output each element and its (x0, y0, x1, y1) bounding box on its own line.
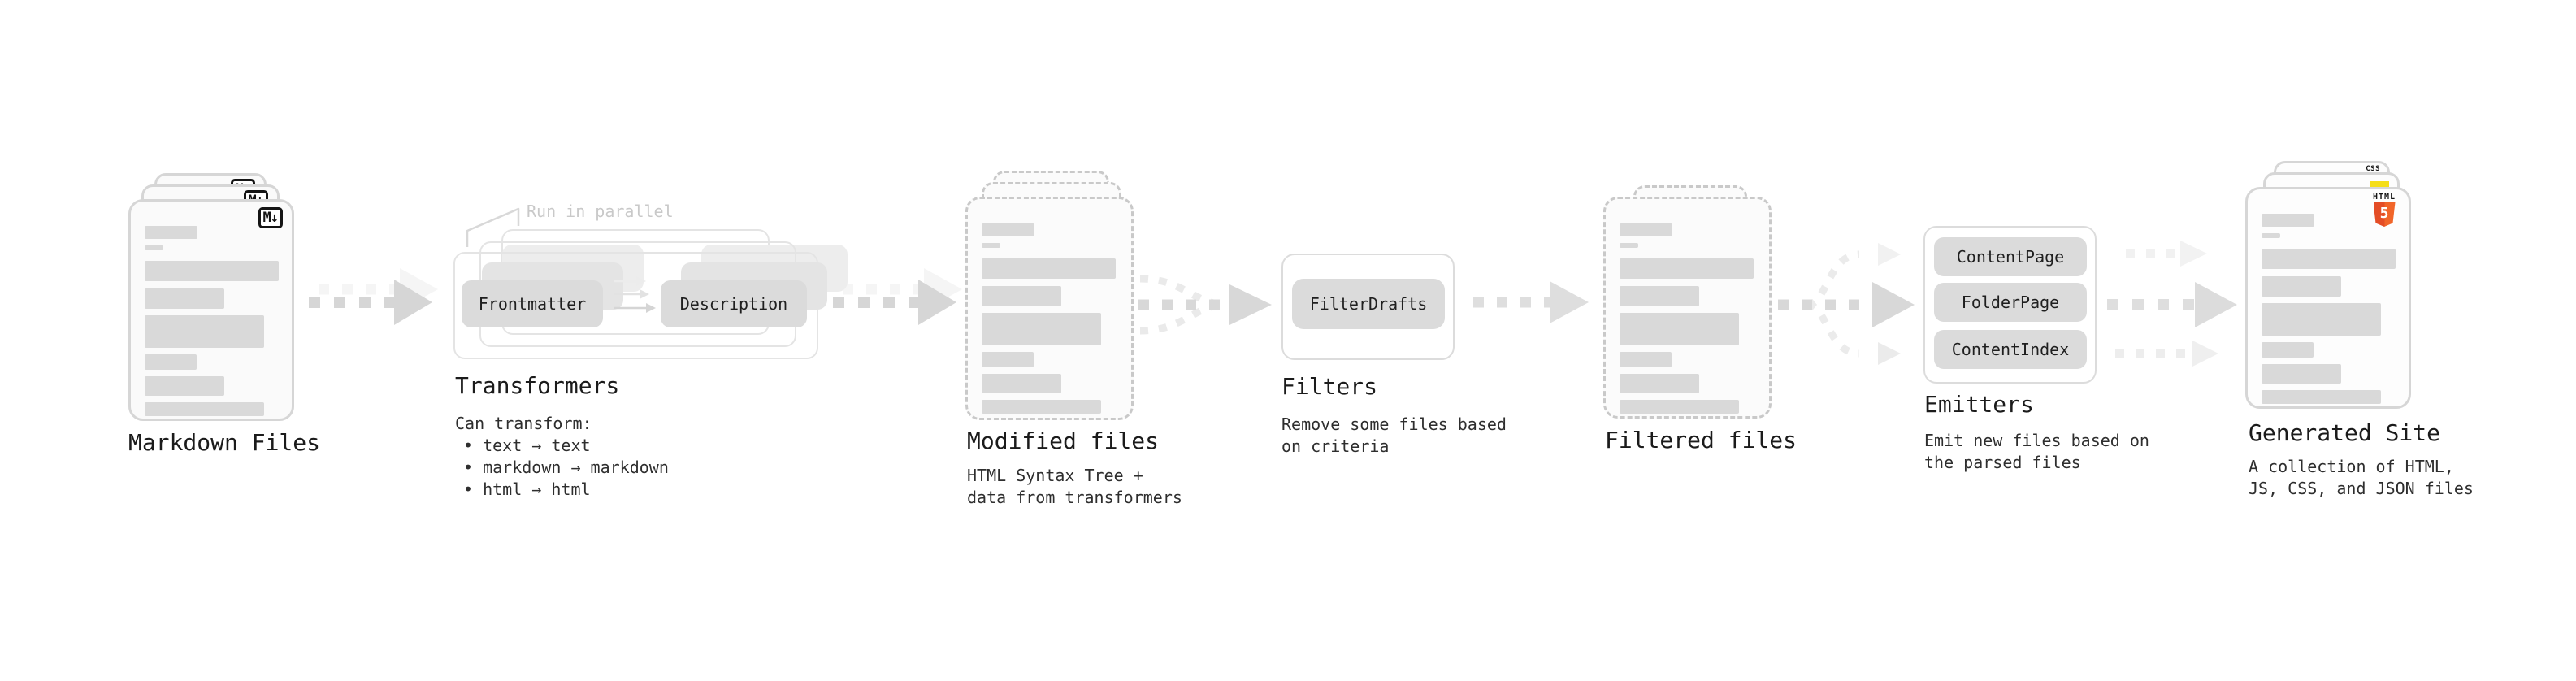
filtered-files-title: Filtered files (1605, 427, 1798, 453)
skeleton-bar (1620, 258, 1754, 279)
skeleton-bar (1620, 374, 1699, 393)
skeleton-bar (982, 374, 1061, 393)
skeleton-bar (982, 286, 1061, 306)
javascript-icon (2370, 181, 2389, 190)
desc-line: HTML Syntax Tree + (967, 466, 1143, 485)
skeleton-bar (982, 400, 1101, 414)
skeleton-bar (145, 245, 163, 250)
transformers-title: Transformers (455, 372, 620, 399)
skeleton-bar (982, 313, 1101, 345)
skeleton-bar (145, 261, 279, 281)
transformer-box-label: Frontmatter (478, 294, 587, 314)
skeleton-bar (2262, 214, 2314, 227)
skeleton-bar (982, 352, 1034, 367)
skeleton-bar (2262, 233, 2280, 238)
emitter-box-label: ContentPage (1956, 247, 2065, 267)
skeleton-bar (145, 402, 264, 416)
emitter-box-label: ContentIndex (1951, 340, 2070, 359)
desc-bullet: • markdown → markdown (463, 458, 669, 477)
desc-line: Emit new files based on (1924, 431, 2149, 450)
skeleton-bar (2262, 342, 2314, 358)
emitter-box-folderpage: FolderPage (1934, 283, 2087, 322)
desc-line: A collection of HTML, (2249, 457, 2454, 476)
html5-badge-label: HTML (2372, 193, 2396, 202)
skeleton-bar (1620, 352, 1672, 367)
desc-bullet: • html → html (463, 479, 591, 499)
skeleton-bar (1620, 286, 1699, 306)
generated-site-title: Generated Site (2249, 419, 2441, 446)
html5-icon: HTML 5 (2370, 193, 2399, 227)
filter-box-label: FilterDrafts (1309, 294, 1428, 314)
skeleton-lines (982, 223, 1116, 414)
html5-shield: 5 (2373, 202, 2396, 227)
skeleton-bar (2262, 303, 2381, 336)
split-arrow-icon (1778, 243, 1915, 365)
emitters-description: Emit new files based on the parsed files (1924, 430, 2149, 474)
flow-arrow-icon (1473, 281, 1589, 323)
skeleton-bar (2262, 276, 2341, 297)
skeleton-bar (1620, 223, 1672, 236)
skeleton-bar (145, 315, 264, 348)
run-in-parallel-annotation: Run in parallel (527, 202, 674, 221)
generated-file-card-front: HTML 5 (2245, 187, 2411, 409)
filters-description: Remove some files based on criteria (1281, 414, 1507, 458)
desc-bullet: • text → text (463, 436, 591, 455)
desc-line: on criteria (1281, 436, 1390, 456)
filters-title: Filters (1281, 373, 1378, 400)
filter-box-filterdrafts: FilterDrafts (1292, 279, 1445, 329)
desc-line: JS, CSS, and JSON files (2249, 479, 2474, 498)
skeleton-bar (1620, 313, 1739, 345)
css-badge-label: CSS (2366, 165, 2380, 173)
flow-arrow-icon (833, 268, 962, 325)
transformers-description: Can transform: • text → text • markdown … (455, 413, 669, 501)
skeleton-bar (2262, 364, 2341, 384)
merge-arrow-icon (1138, 275, 1272, 335)
modified-file-card-front (965, 197, 1134, 420)
skeleton-lines (145, 226, 279, 416)
skeleton-bar (145, 376, 224, 396)
markdown-files-label: Markdown Files (128, 429, 321, 456)
parallel-arrows-icon (614, 276, 656, 313)
emitters-title: Emitters (1924, 391, 2034, 418)
desc-line: the parsed files (1924, 453, 2081, 472)
markdown-file-card-front: M↓ (128, 199, 294, 421)
transformer-box-label: Description (679, 294, 788, 314)
flow-arrow-icon (309, 268, 438, 325)
skeleton-bar (145, 226, 197, 239)
skeleton-bar (982, 223, 1034, 236)
transformer-box-frontmatter: Frontmatter (462, 280, 603, 327)
skeleton-bar (2262, 249, 2396, 269)
skeleton-bar (1620, 243, 1638, 248)
desc-line: data from transformers (967, 488, 1182, 507)
modified-files-title: Modified files (967, 427, 1160, 454)
skeleton-bar (982, 243, 1000, 248)
modified-files-description: HTML Syntax Tree + data from transformer… (967, 465, 1182, 509)
skeleton-lines (2262, 214, 2396, 404)
triple-arrow-icon (2107, 241, 2237, 367)
skeleton-bar (1620, 400, 1739, 414)
annotation-leader-line (466, 207, 520, 247)
skeleton-bar (982, 258, 1116, 279)
markdown-icon: M↓ (258, 207, 283, 228)
transformer-layer-front (453, 252, 818, 359)
skeleton-bar (2262, 390, 2381, 404)
desc-line: Remove some files based (1281, 414, 1507, 434)
emitter-box-contentindex: ContentIndex (1934, 330, 2087, 369)
emitter-box-label: FolderPage (1961, 293, 2060, 312)
skeleton-bar (145, 288, 224, 309)
skeleton-bar (145, 354, 197, 370)
filtered-file-card-front (1603, 197, 1772, 419)
generated-site-description: A collection of HTML, JS, CSS, and JSON … (2249, 456, 2474, 500)
desc-line: Can transform: (455, 414, 592, 433)
emitter-box-contentpage: ContentPage (1934, 237, 2087, 276)
skeleton-lines (1620, 223, 1754, 414)
transformer-box-description: Description (661, 280, 807, 327)
